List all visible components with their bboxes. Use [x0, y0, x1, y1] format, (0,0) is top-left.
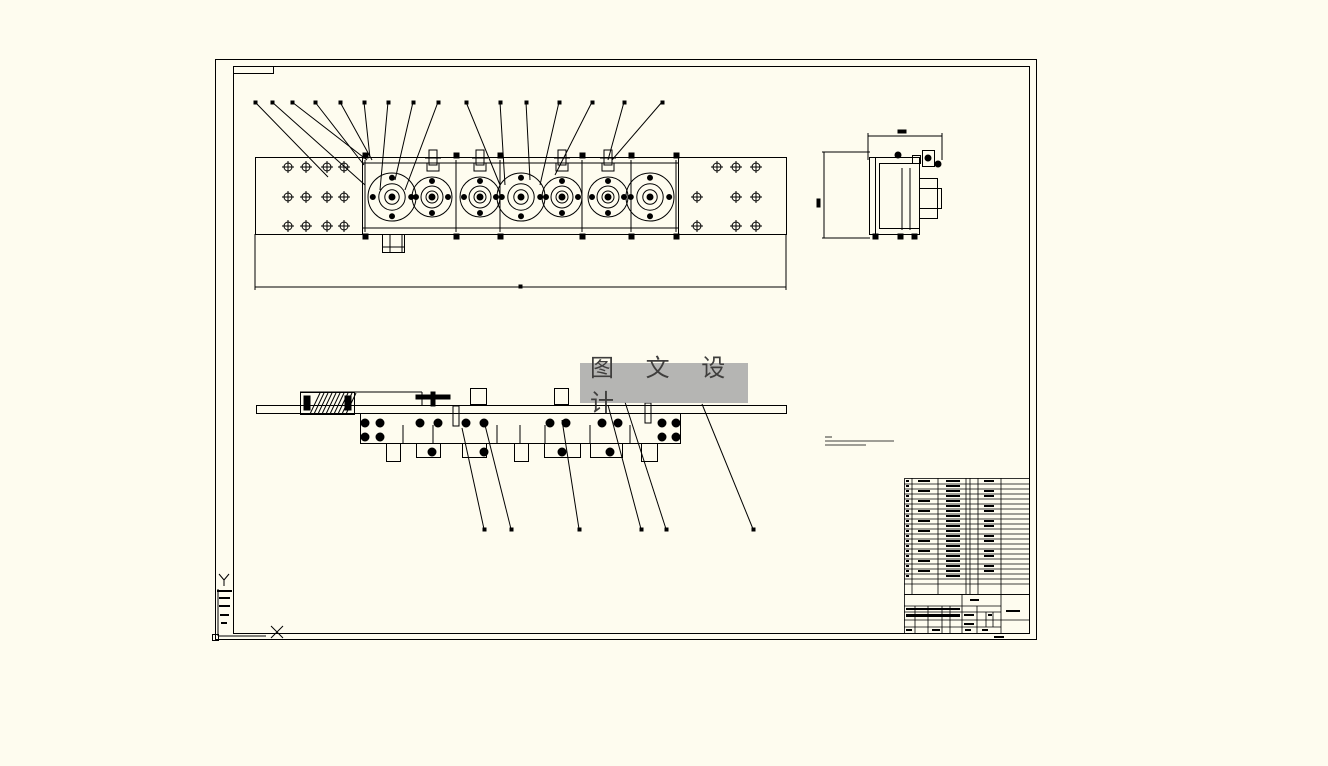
ucs-icon — [212, 573, 284, 641]
inner-border — [233, 66, 1030, 634]
notes — [825, 436, 894, 446]
body-plate — [362, 157, 679, 235]
outer-border — [215, 59, 1037, 640]
top-view — [256, 388, 787, 532]
front-view — [253, 100, 787, 290]
watermark: 图 文 设 计 — [580, 354, 748, 417]
side-view — [816, 129, 943, 240]
watermark-text: 图 文 设 计 — [590, 354, 738, 417]
title-block — [904, 594, 1030, 638]
corner-tag — [233, 66, 274, 74]
bom-table — [904, 478, 1030, 595]
